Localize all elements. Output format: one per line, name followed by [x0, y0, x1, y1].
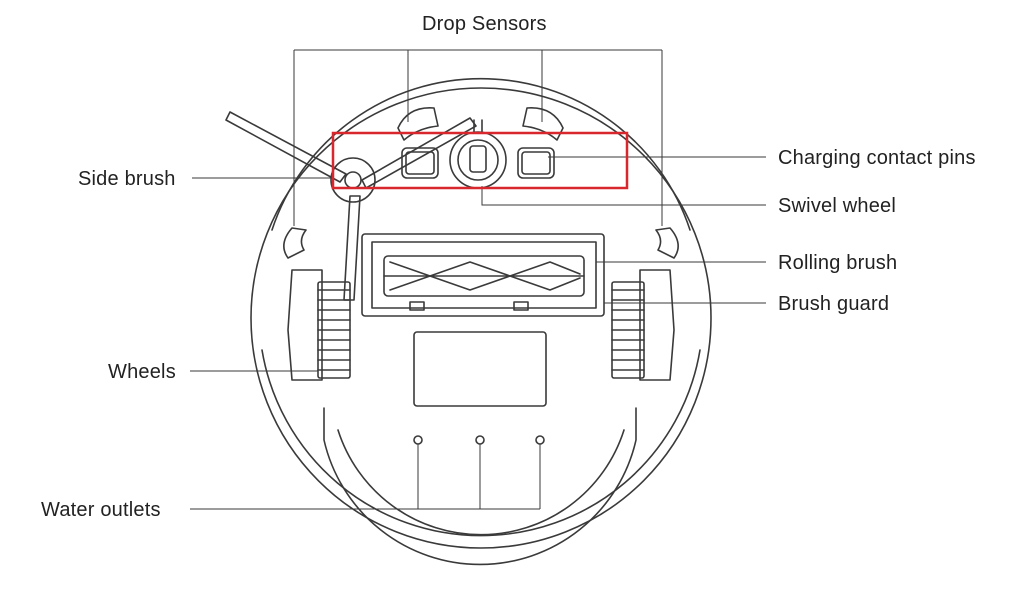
- side-brush-arm-2: [361, 117, 477, 189]
- label-water-outlets: Water outlets: [41, 499, 161, 521]
- charging-pin-right: [517, 147, 555, 179]
- drop-sensor-top-left: [397, 107, 439, 141]
- side-brush-hub: [330, 157, 376, 203]
- robot-body-outer-rim: [250, 87, 712, 549]
- label-swivel-wheel: Swivel wheel: [778, 195, 897, 217]
- highlight-box: [331, 131, 629, 190]
- water-outlet-3: [535, 435, 545, 445]
- water-tank: [323, 407, 637, 566]
- side-brush-arm-3: [343, 195, 361, 301]
- right-wheel-housing: [639, 269, 675, 381]
- label-brush-guard: Brush guard: [778, 293, 890, 315]
- label-charging-contact-pins: Charging contact pins: [778, 147, 976, 169]
- left-wheel-housing: [287, 269, 323, 381]
- label-drop-sensors: Drop Sensors: [422, 13, 547, 35]
- rolling-brush-housing: [361, 233, 605, 317]
- charging-pin-left: [401, 147, 439, 179]
- leader-drop-sensors: [293, 49, 663, 226]
- water-outlet-1: [413, 435, 423, 445]
- drop-sensor-left: [283, 227, 307, 259]
- drop-sensor-top-right: [522, 107, 564, 141]
- side-brush-arm-1: [225, 111, 347, 183]
- leader-water-outlets: [190, 444, 541, 510]
- label-wheels: Wheels: [108, 361, 176, 383]
- water-outlet-2: [475, 435, 485, 445]
- drop-sensor-right: [655, 227, 679, 259]
- center-plate: [413, 331, 547, 407]
- label-side-brush: Side brush: [78, 168, 176, 190]
- leader-swivel-wheel: [481, 186, 766, 206]
- label-rolling-brush: Rolling brush: [778, 252, 898, 274]
